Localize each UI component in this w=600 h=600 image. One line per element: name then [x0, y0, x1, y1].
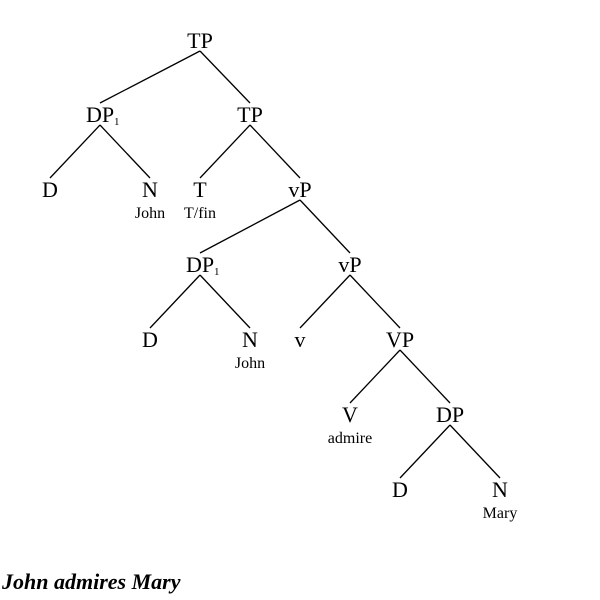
tree-node-d-1: D: [42, 177, 58, 202]
tree-edge-dp_obj-n_3: [449, 424, 501, 479]
tree-node-tp-root: TP: [187, 28, 213, 53]
tree-node-n-1: N John: [135, 177, 165, 222]
tree-edge-tp_bar-t_head: [199, 124, 251, 179]
tree-node-vp-little-top: vP: [288, 177, 311, 202]
node-category-label: v: [295, 327, 306, 352]
node-category-label: D: [142, 327, 158, 352]
tree-edge-dp1_spec-d_1: [49, 124, 101, 179]
tree-node-v-little: v: [295, 327, 306, 352]
tree-node-vp-big: VP: [386, 327, 414, 352]
node-category-label: D: [42, 177, 58, 202]
node-category-label: D: [392, 477, 408, 502]
tree-node-dp-obj: DP: [436, 402, 464, 427]
node-category-label: vP: [288, 177, 311, 202]
tree-edge-vp_little_bar-v_little: [299, 274, 351, 329]
tree-edge-tp_root-dp1_spec: [99, 50, 201, 104]
tree-node-d-3: D: [392, 477, 408, 502]
tree-edge-tp_bar-vp_little_top: [249, 124, 301, 179]
node-category-label: vP: [338, 252, 361, 277]
tree-edge-vp_little_bar-vp_big: [349, 274, 401, 329]
tree-edge-dp1_lower-n_2: [199, 274, 251, 329]
tree-edge-tp_root-tp_bar: [199, 50, 251, 104]
node-category-label: N: [242, 327, 258, 352]
tree-edge-dp1_spec-n_1: [99, 124, 151, 179]
tree-node-n-2: N John: [235, 327, 265, 372]
node-category-label: VP: [386, 327, 414, 352]
tree-edge-vp_little_top-vp_little_bar: [299, 199, 351, 254]
node-category-label: V: [342, 402, 358, 427]
node-index-subscript: 1: [214, 266, 220, 278]
node-category-label: TP: [237, 102, 263, 127]
node-terminal-word: John: [135, 205, 165, 222]
tree-edge-vp_big-v_big: [349, 349, 401, 404]
tree-edge-dp_obj-d_3: [399, 424, 451, 479]
node-category-label: TP: [187, 28, 213, 53]
node-category-label: DP: [436, 402, 464, 427]
tree-node-vp-little-bar: vP: [338, 252, 361, 277]
node-category-label: T: [193, 177, 207, 202]
node-index-subscript: 1: [114, 116, 120, 128]
tree-node-tp-bar: TP: [237, 102, 263, 127]
tree-edge-vp_little_top-dp1_lower: [199, 199, 301, 254]
tree-node-d-2: D: [142, 327, 158, 352]
node-terminal-word: T/fin: [184, 205, 216, 222]
node-category-label: N: [142, 177, 158, 202]
tree-node-t-head: T T/fin: [184, 177, 216, 222]
node-terminal-word: admire: [328, 430, 372, 447]
tree-edge-vp_big-dp_obj: [399, 349, 451, 404]
node-terminal-word: Mary: [483, 505, 518, 522]
node-category-label: DP: [86, 102, 114, 127]
tree-edges: [49, 50, 501, 479]
node-category-label: DP: [186, 252, 214, 277]
tree-edge-dp1_lower-d_2: [149, 274, 201, 329]
node-category-label: N: [492, 477, 508, 502]
node-terminal-word: John: [235, 355, 265, 372]
tree-node-n-3: N Mary: [483, 477, 518, 522]
example-sentence-caption: John admires Mary: [2, 569, 181, 594]
